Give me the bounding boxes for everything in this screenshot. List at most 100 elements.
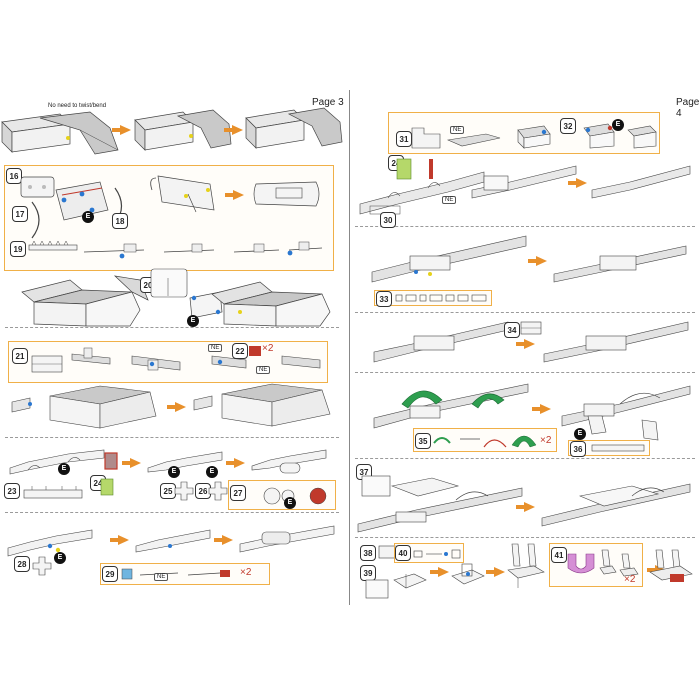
step-number: 35 bbox=[415, 433, 431, 449]
cylinder-part bbox=[279, 462, 301, 474]
step-number: 36 bbox=[570, 441, 586, 457]
page-number-left: Page 3 bbox=[312, 97, 344, 108]
step-number: 34 bbox=[504, 322, 520, 338]
e-marker-icon: E bbox=[58, 463, 70, 475]
seat-assembly bbox=[649, 549, 693, 582]
step-arrow bbox=[430, 567, 449, 577]
small-parts-strip bbox=[413, 549, 461, 559]
quantity-label: ×2 bbox=[262, 343, 274, 354]
tipper-body bbox=[21, 275, 149, 327]
step-number: 33 bbox=[376, 291, 392, 307]
chassis-with-deck bbox=[541, 483, 691, 527]
step-arrow bbox=[224, 125, 243, 135]
ne-marker: NE bbox=[208, 344, 223, 352]
purple-seat-part bbox=[567, 553, 595, 574]
step-arrow bbox=[568, 178, 587, 188]
step-number: 16 bbox=[6, 168, 22, 184]
page-number-right: Page 4 bbox=[676, 97, 700, 119]
e-marker-icon: E bbox=[284, 497, 296, 509]
panel-part bbox=[361, 475, 391, 497]
step-arrow bbox=[122, 458, 141, 468]
bent-part bbox=[31, 201, 40, 239]
e-marker-icon: E bbox=[206, 466, 218, 478]
step-arrow bbox=[226, 458, 245, 468]
quantity-label: ×2 bbox=[240, 567, 252, 578]
step-number: 38 bbox=[360, 545, 376, 561]
ne-marker: NE bbox=[256, 366, 271, 374]
box-part bbox=[520, 321, 542, 335]
seat-part bbox=[507, 543, 545, 588]
cross-part bbox=[32, 556, 52, 576]
e-marker-icon: E bbox=[574, 428, 586, 440]
e-marker-icon: E bbox=[187, 315, 199, 327]
flat-part bbox=[20, 176, 55, 198]
step-arrow bbox=[167, 402, 186, 412]
chassis-part bbox=[31, 355, 63, 373]
chassis-with-tipper bbox=[193, 383, 331, 427]
section-divider bbox=[355, 226, 695, 227]
step-number: 17 bbox=[12, 206, 28, 222]
section-divider bbox=[355, 458, 695, 459]
step-number: 30 bbox=[380, 212, 396, 228]
chassis-with-fenders bbox=[357, 487, 523, 533]
tipper-body bbox=[211, 281, 331, 327]
panel-part bbox=[365, 579, 389, 599]
green-part bbox=[396, 158, 412, 180]
red-plate-part bbox=[104, 452, 118, 470]
step-arrow bbox=[532, 404, 551, 414]
tipper-shell bbox=[150, 175, 215, 213]
step-number: 26 bbox=[195, 483, 211, 499]
chassis-rail-flat bbox=[23, 486, 83, 499]
chassis-assembly bbox=[373, 321, 509, 363]
step-number: 19 bbox=[10, 241, 26, 257]
flat-part bbox=[641, 419, 659, 441]
step-number: 29 bbox=[102, 566, 118, 582]
tipper-assembly-view bbox=[245, 107, 343, 149]
step-number: 41 bbox=[551, 547, 567, 563]
flat-part bbox=[411, 127, 441, 149]
ne-marker: NE bbox=[450, 126, 465, 134]
step-number: 18 bbox=[112, 213, 128, 229]
chassis-long bbox=[471, 165, 577, 199]
box-part bbox=[517, 125, 551, 149]
no-twist-note: No need to twist/bend bbox=[48, 103, 107, 109]
quantity-label: ×2 bbox=[624, 574, 636, 585]
step-arrow bbox=[112, 125, 131, 135]
chassis-assembly bbox=[543, 321, 689, 363]
section-divider bbox=[355, 372, 695, 373]
step-number: 23 bbox=[4, 483, 20, 499]
chassis-assembly bbox=[371, 235, 527, 283]
section-divider bbox=[5, 512, 339, 513]
tipper-shell-closed bbox=[253, 181, 320, 207]
chassis-rail bbox=[147, 451, 223, 473]
e-marker-icon: E bbox=[82, 211, 94, 223]
section-divider bbox=[355, 537, 695, 538]
step-frame-29 bbox=[100, 563, 270, 585]
section-divider bbox=[5, 437, 339, 438]
step-arrow bbox=[516, 502, 535, 512]
small-parts-strip bbox=[395, 294, 487, 302]
step-number: 27 bbox=[230, 485, 246, 501]
seat-frame-part bbox=[393, 573, 427, 589]
ne-marker: NE bbox=[154, 573, 169, 581]
page-divider bbox=[349, 90, 350, 605]
quantity-label: ×2 bbox=[540, 435, 552, 446]
step-arrow bbox=[516, 339, 535, 349]
section-divider bbox=[5, 327, 339, 328]
step-frame-40 bbox=[394, 543, 464, 563]
section-divider bbox=[355, 312, 695, 313]
box-part bbox=[583, 123, 615, 149]
tailgate-part bbox=[150, 268, 188, 298]
step-number: 31 bbox=[396, 131, 412, 147]
step-arrow bbox=[214, 535, 233, 545]
flat-part bbox=[446, 133, 501, 147]
step-frame-33 bbox=[374, 290, 492, 306]
step-number: 22 bbox=[232, 343, 248, 359]
red-bracket-part bbox=[249, 346, 261, 356]
step-number: 32 bbox=[560, 118, 576, 134]
chassis-detail bbox=[281, 355, 321, 369]
chassis-rail bbox=[251, 449, 327, 471]
hinge-rail-part bbox=[28, 240, 78, 251]
step-arrow bbox=[486, 567, 505, 577]
tipper-assembly-view bbox=[1, 111, 119, 155]
